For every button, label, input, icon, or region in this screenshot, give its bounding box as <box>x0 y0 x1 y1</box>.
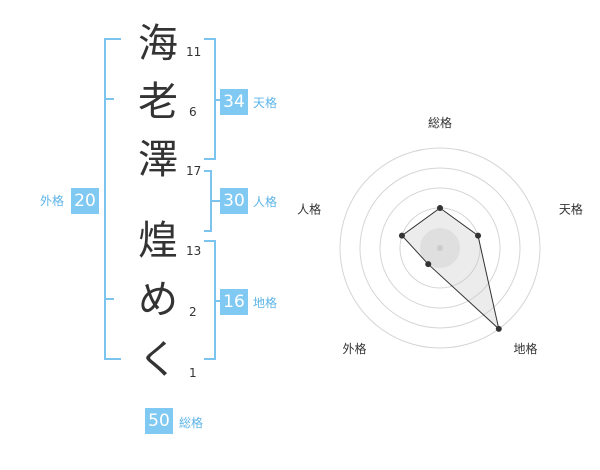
tenkaku-label: 天格 <box>253 96 278 110</box>
radar-center-dot <box>437 245 443 251</box>
stroke-count-3: 17 <box>186 164 202 178</box>
jinkaku-label: 人格 <box>253 195 278 209</box>
radar-axis-label-5: 人格 <box>297 201 321 216</box>
radar-point-1 <box>437 205 443 211</box>
tenkaku-badge: 34 <box>220 89 248 115</box>
stroke-count-5: 2 <box>189 305 197 319</box>
stroke-count-1: 11 <box>186 45 202 59</box>
gaikaku-label: 外格 <box>40 194 65 208</box>
name-char-4: 煌 <box>138 218 178 264</box>
gaikaku-badge: 20 <box>71 188 99 214</box>
radar-point-3 <box>495 325 502 332</box>
name-char-6: く <box>138 337 178 383</box>
stroke-count-2: 6 <box>189 105 197 119</box>
radar-ring-5 <box>339 147 541 349</box>
radar-point-5 <box>398 232 405 239</box>
radar-axis-label-2: 天格 <box>559 201 583 216</box>
stroke-count-4: 13 <box>186 244 202 258</box>
radar-axis-label-1: 総格 <box>428 115 452 130</box>
radar-ring-4 <box>359 167 521 329</box>
radar-point-2 <box>475 232 482 239</box>
soukaku-label: 総格 <box>179 416 204 430</box>
radar-point-4 <box>425 261 432 268</box>
radar-axis-label-4: 外格 <box>342 341 366 356</box>
radar-axis-label-3: 地格 <box>514 341 538 356</box>
soukaku-badge: 50 <box>145 408 173 434</box>
name-char-5: め <box>138 277 178 323</box>
name-char-2: 老 <box>138 79 178 125</box>
stroke-count-6: 1 <box>189 366 197 380</box>
name-char-1: 海 <box>138 21 178 67</box>
chikaku-badge: 16 <box>220 289 248 315</box>
radar-data-polygon <box>401 207 500 331</box>
chikaku-label: 地格 <box>253 296 278 310</box>
name-char-3: 澤 <box>138 137 178 183</box>
jinkaku-badge: 30 <box>220 188 248 214</box>
radar-ring-3 <box>379 187 501 309</box>
